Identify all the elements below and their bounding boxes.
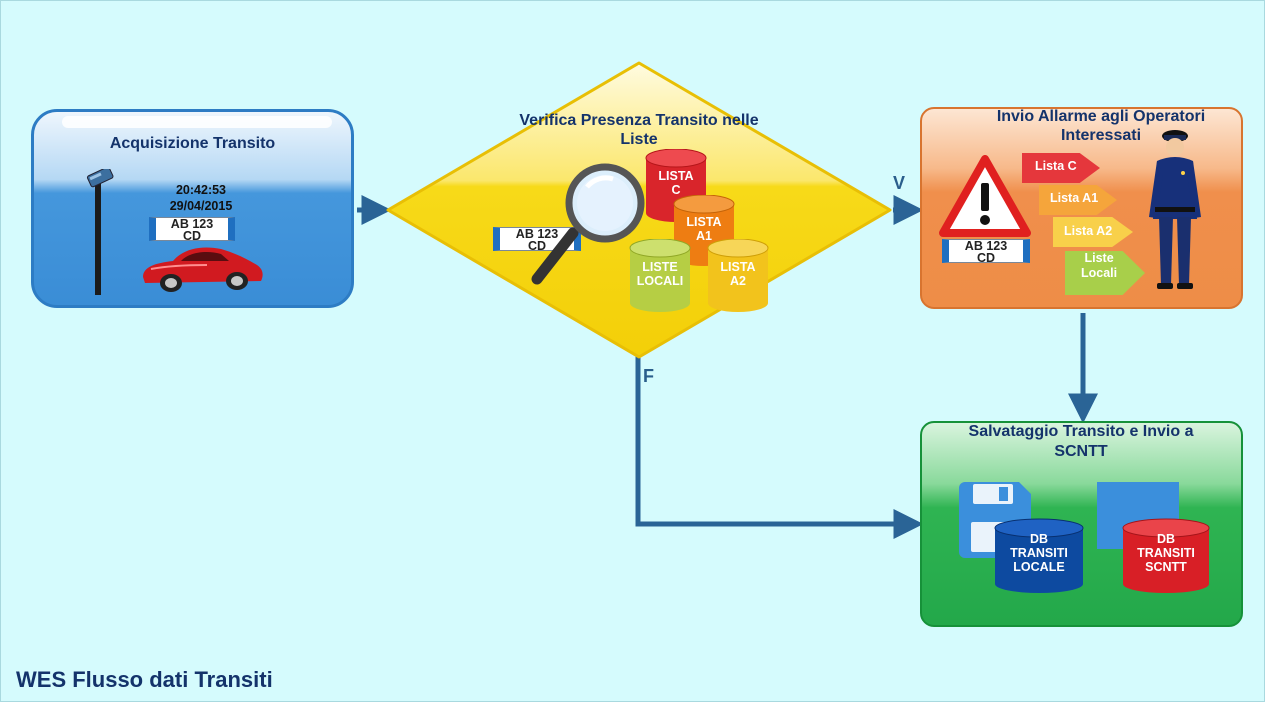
acquisition-time: 20:42:53 — [175, 183, 227, 197]
traffic-camera-icon — [86, 169, 114, 295]
magnifier-icon — [531, 163, 645, 285]
acquisition-license-plate: AB 123 CD — [149, 217, 235, 241]
db-transiti-scntt-cylinder: DB TRANSITI SCNTT — [1122, 518, 1210, 594]
verification-title: Verifica Presenza Transito nelle — [519, 112, 759, 129]
warning-triangle-icon — [939, 155, 1031, 237]
true-branch-label: V — [893, 173, 906, 193]
red-car-icon — [143, 247, 263, 292]
acquisition-date: 29/04/2015 — [169, 199, 233, 213]
arrow-verify-to-save — [635, 356, 924, 539]
alarm-license-plate: AB 123 CD — [942, 239, 1030, 263]
verification-license-plate: AB 123 CD — [493, 227, 581, 251]
footer-title: WES Flusso dati Transiti — [16, 667, 273, 692]
db-transiti-locale-cylinder: DB TRANSITI LOCALE — [994, 518, 1084, 594]
alarm-title: Invio Allarme agli Operatori — [996, 108, 1206, 125]
acquisition-title: Acquisizione Transito — [109, 135, 276, 152]
save-title: Salvataggio Transito e Invio a — [968, 423, 1194, 440]
police-officer-icon — [1149, 130, 1201, 289]
false-branch-label: F — [643, 366, 654, 386]
